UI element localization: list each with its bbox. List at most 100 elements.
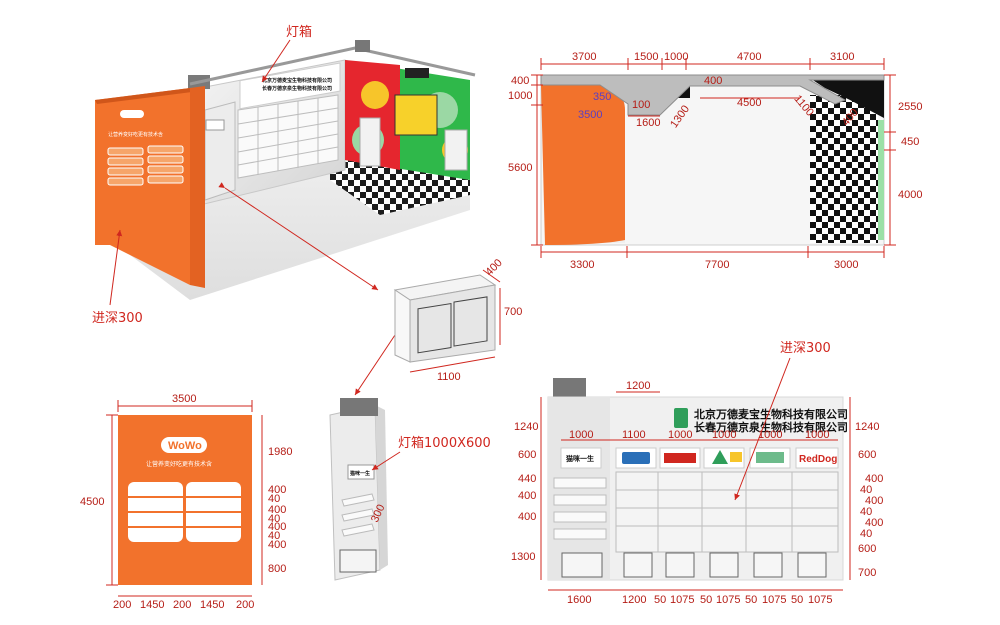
elev-left-1: 600 (518, 449, 536, 461)
booth-3d-render: 北京万德麦宝生物科技有限公司 长春万德京泉生物科技有限公司 (95, 40, 476, 300)
graphic-sign (405, 68, 429, 78)
company-2: 长春万德京泉生物科技有限公司 (694, 420, 848, 434)
orange-wall-3d (95, 88, 190, 285)
elev-bottom-6: 50 (745, 594, 757, 606)
orange-bottom-0: 200 (113, 599, 131, 611)
orange-right-0: 1980 (268, 446, 292, 458)
plan-inner-6: 4500 (737, 97, 761, 109)
plan-inner-2: 100 (632, 99, 650, 111)
roof-box (355, 40, 370, 52)
elev-shelf-1: 1100 (622, 429, 646, 441)
plan-inner-0: 350 (593, 91, 611, 103)
plan-dims-bottom: 3300 7700 3000 (540, 246, 885, 271)
tower-3d (204, 101, 236, 201)
plan-wall-line (540, 74, 885, 116)
orange-wall-dims: 3500 4500 1980 400 40 400 40 400 40 400 … (80, 393, 292, 611)
orange-bottom-3: 1450 (200, 599, 224, 611)
elev-left-5: 1300 (511, 551, 535, 563)
graphic-kiosk (394, 94, 438, 136)
elev-shelf-3: 1000 (712, 429, 736, 441)
label-depth-left: 进深300 (92, 311, 143, 326)
plan-checker (810, 95, 878, 243)
wowo-logo-badge (161, 437, 207, 453)
elev-right-5: 40 (860, 506, 872, 518)
plan-orange-wall (541, 85, 625, 245)
elev-dims: 1200 1000 1100 1000 1000 1000 1000 1240 … (511, 380, 883, 606)
elev-right-4: 400 (865, 495, 883, 507)
display-rack-right (444, 129, 468, 171)
company-line-small-1: 北京万德麦宝生物科技有限公司 (262, 77, 332, 84)
leader-cabinet (218, 182, 379, 291)
plan-top-1: 1500 (634, 51, 658, 63)
plan-right-1: 450 (901, 136, 919, 148)
elev-left-4: 400 (518, 511, 536, 523)
label-lightbox-top: 灯箱 (286, 24, 312, 40)
lightbox-header (239, 62, 341, 110)
plan-left-1: 1000 (508, 90, 532, 102)
orange-right-8: 800 (268, 563, 286, 575)
elev-shelf-5: 1000 (805, 429, 829, 441)
display-rack-left (359, 117, 381, 167)
elev-bottom-4: 50 (700, 594, 712, 606)
leader-tower (354, 334, 396, 396)
elev-bottom-7: 1075 (762, 594, 786, 606)
back-shelves (237, 94, 339, 179)
elev-left-0: 1240 (514, 421, 538, 433)
orange-right-5: 400 (268, 521, 286, 533)
leader-depth-left (109, 229, 123, 306)
elev-left-3: 400 (518, 490, 536, 502)
orange-right-4: 40 (268, 513, 280, 525)
label-lightbox-size: 灯箱1000X600 (398, 435, 491, 451)
plan-dims-right: 2550 450 4000 (884, 74, 922, 246)
tower-elevation: 猫咪一生 (329, 398, 388, 581)
plan-top-2: 1000 (664, 51, 688, 63)
elev-bottom-8: 50 (791, 594, 803, 606)
elev-right-8: 600 (858, 543, 876, 555)
plan-right-0: 2550 (898, 101, 922, 113)
orange-bottom-4: 200 (236, 599, 254, 611)
floor-plan (540, 74, 885, 246)
wowo-logo: WoWo (168, 440, 202, 452)
plan-dims-left: 400 1000 5600 (508, 74, 543, 246)
orange-wall-elevation: WoWo 让营养变好吃更有技术含 (118, 415, 252, 585)
elev-right-0: 1240 (855, 421, 879, 433)
plan-dims-top: 3700 1500 1000 4700 3100 (540, 51, 885, 70)
plan-dims-inner: 350 3500 100 1600 1300 400 4500 1100 400 (578, 75, 861, 130)
brand-box-0-label: 猫咪一生 (566, 454, 594, 463)
elev-right-7: 40 (860, 528, 872, 540)
elev-bottom-0: 1600 (567, 594, 591, 606)
elev-right-2: 400 (865, 473, 883, 485)
plan-left-2: 5600 (508, 162, 532, 174)
leader-depth-elev (734, 357, 791, 501)
elev-top-width: 1200 (626, 380, 650, 392)
cabinet-width: 1100 (437, 371, 461, 383)
dim-cabinet-depth (482, 269, 501, 283)
leader-lightbox-size (371, 451, 401, 471)
plan-top-3: 4700 (737, 51, 761, 63)
plan-bottom-2: 3000 (834, 259, 858, 271)
plan-right-2: 4000 (898, 189, 922, 201)
shelf-grid (553, 471, 839, 553)
elev-top-box (553, 378, 586, 398)
company-line-small-2: 长春万德京泉生物科技有限公司 (262, 85, 332, 92)
orange-right-3: 400 (268, 504, 286, 516)
elev-cabinets (561, 552, 827, 578)
plan-black-corner (808, 77, 884, 118)
shelf-elevation: 北京万德麦宝生物科技有限公司 长春万德京泉生物科技有限公司 猫咪一生 RedDo… (547, 378, 848, 581)
plan-inner-3: 1600 (636, 117, 660, 129)
company-1: 北京万德麦宝生物科技有限公司 (694, 407, 848, 421)
elev-bottom-2: 50 (654, 594, 666, 606)
cabinet-height: 700 (504, 306, 522, 318)
plan-bottom-1: 7700 (705, 259, 729, 271)
plan-inner-5: 400 (704, 75, 722, 87)
brand-box-5-label: RedDog (799, 454, 837, 465)
orange-width: 3500 (172, 393, 196, 405)
elev-bottom-5: 1075 (716, 594, 740, 606)
elev-shelf-0: 1000 (569, 429, 593, 441)
orange-right-6: 40 (268, 530, 280, 542)
orange-bottom-2: 200 (173, 599, 191, 611)
tower-brand: 猫咪一生 (349, 470, 370, 477)
brand-box-0 (560, 447, 602, 469)
elev-bottom-3: 1075 (670, 594, 694, 606)
